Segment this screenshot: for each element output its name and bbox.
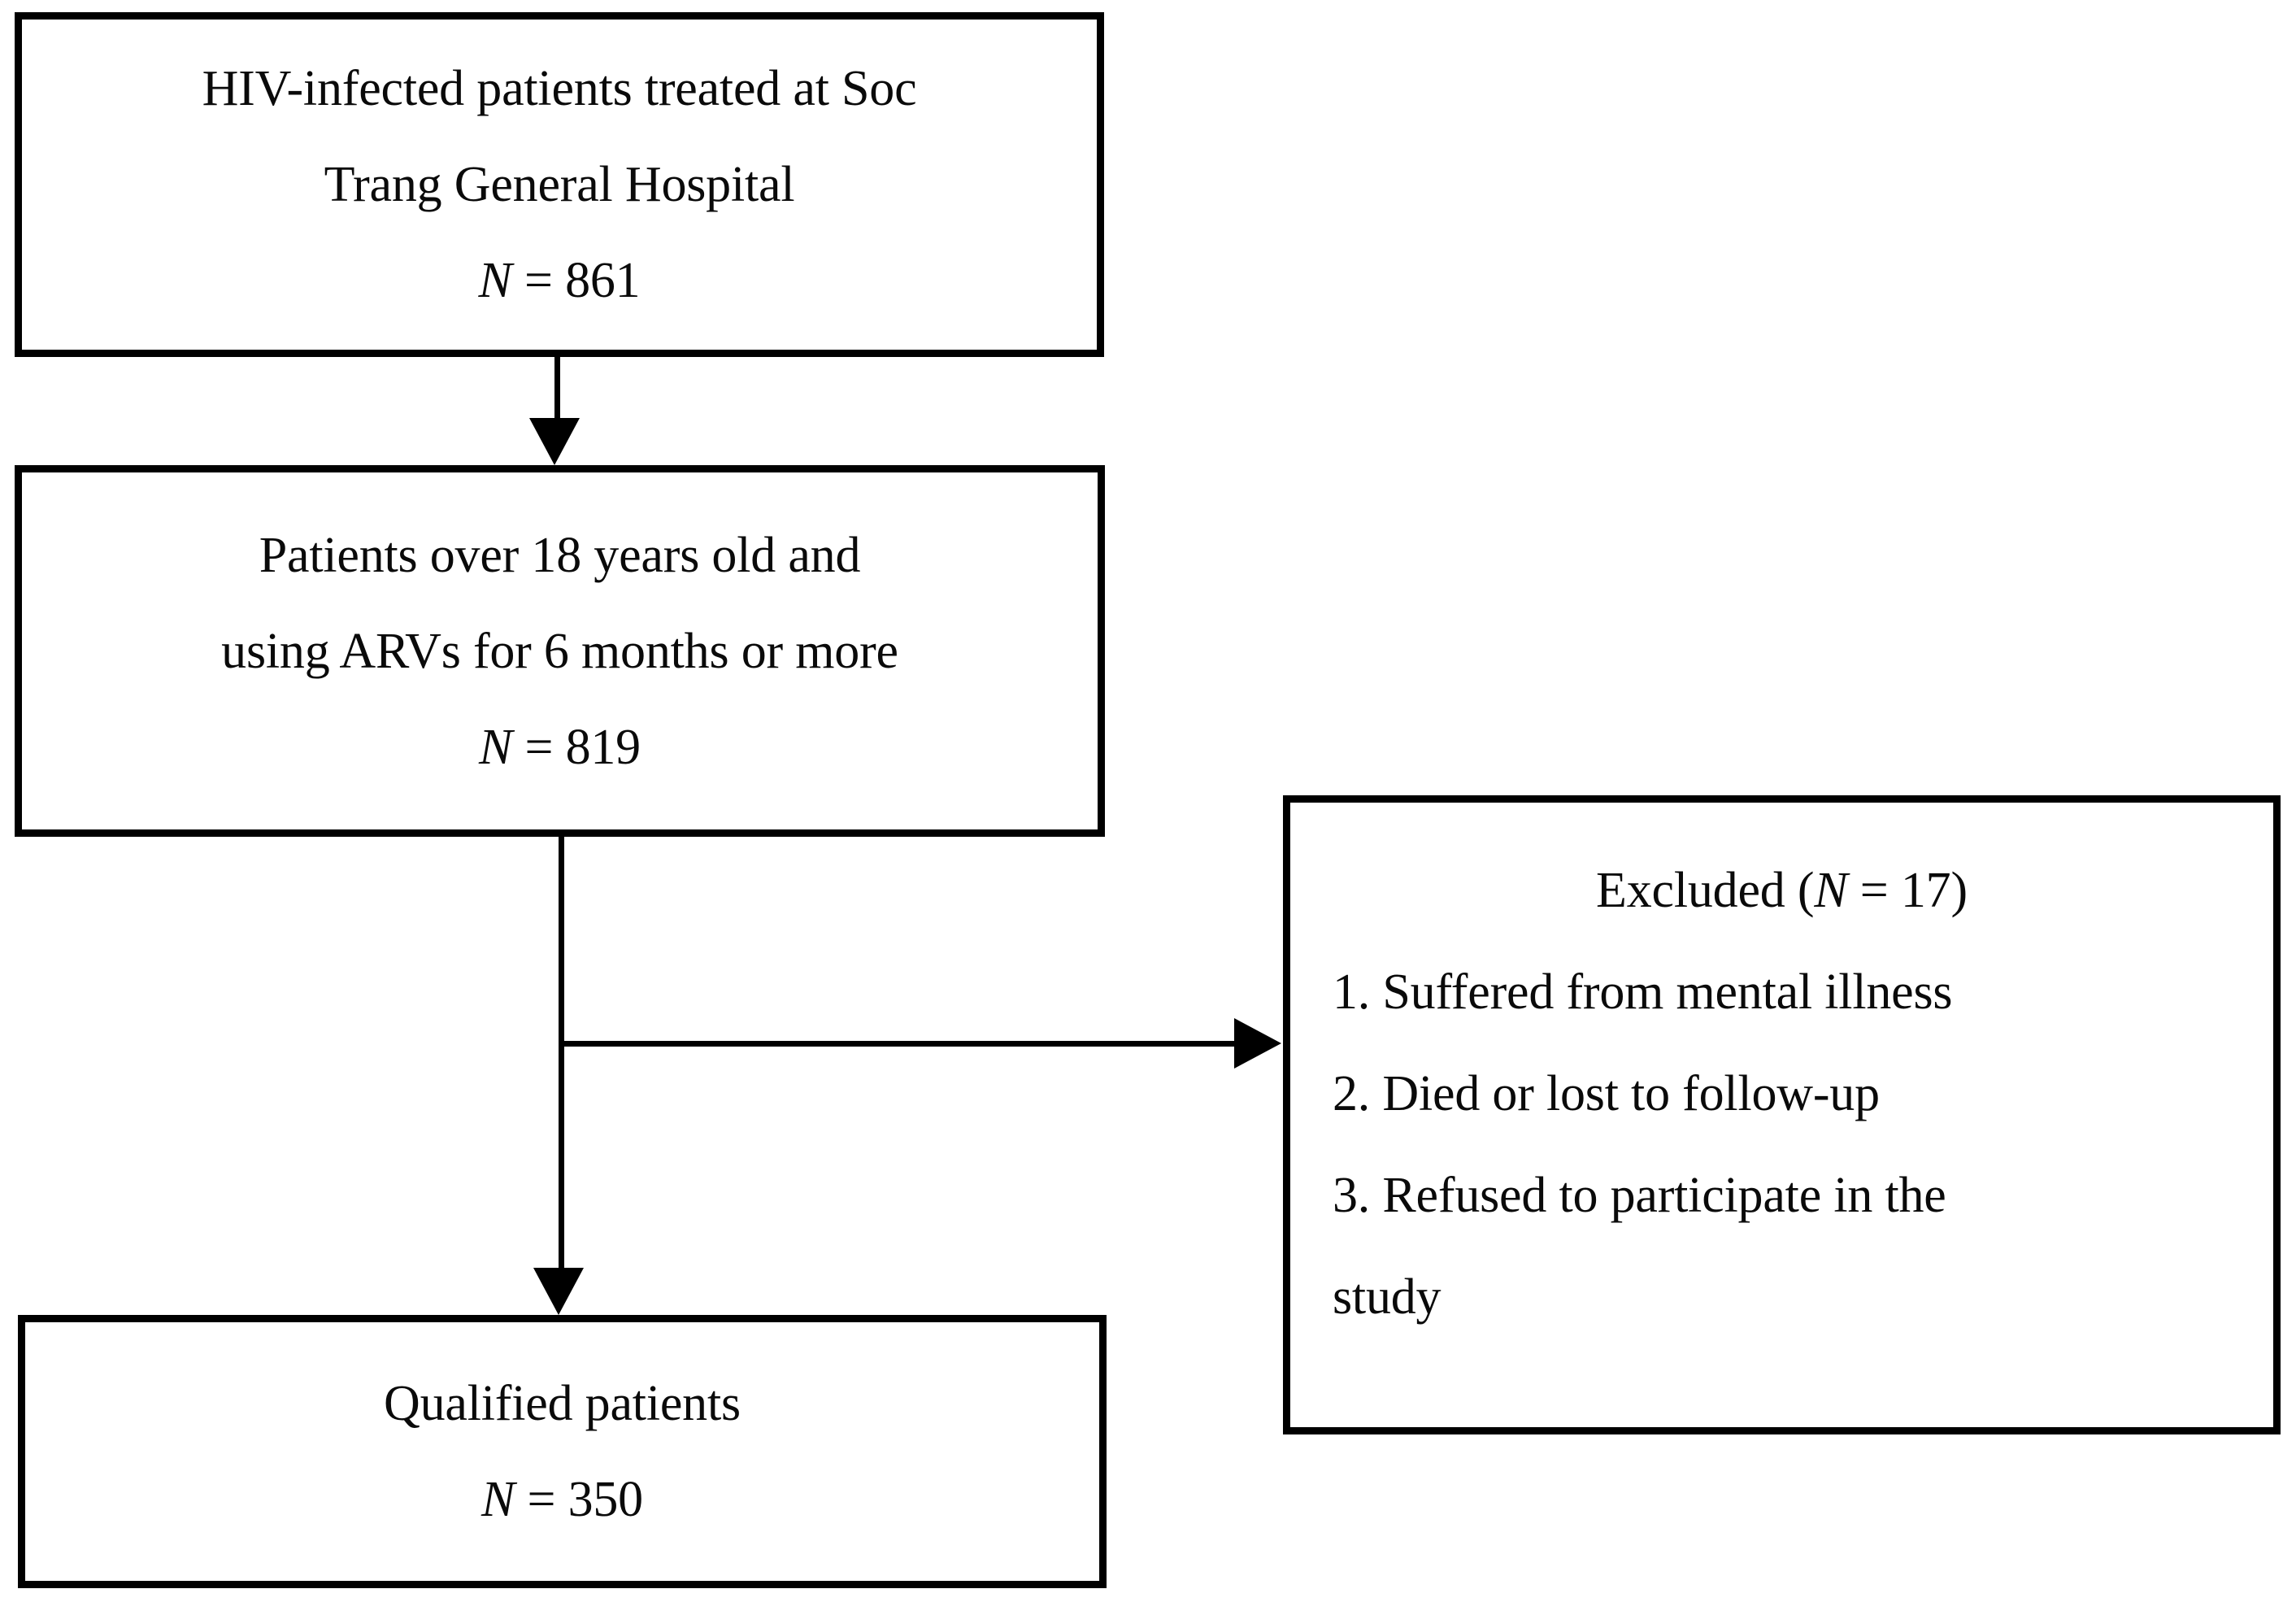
screened-n-symbol: N bbox=[478, 253, 512, 308]
screened-line-2: Trang General Hospital bbox=[324, 157, 795, 212]
screened-to-eligible-line bbox=[554, 357, 560, 424]
excluded-n-value: 17 bbox=[1900, 863, 1951, 918]
eligible-n-value: 819 bbox=[565, 719, 641, 775]
eligible-to-qualified-arrowhead-icon bbox=[533, 1268, 584, 1315]
screened-n-value: 861 bbox=[565, 253, 641, 308]
qualified-patients-box: Qualified patients N = 350 bbox=[18, 1315, 1107, 1588]
eligible-to-excluded-arrowhead-icon bbox=[1234, 1018, 1281, 1069]
eligible-line-2: using ARVs for 6 months or more bbox=[221, 623, 898, 679]
screened-n-equals: = bbox=[511, 253, 566, 308]
screened-to-eligible-arrowhead-icon bbox=[529, 418, 580, 465]
screened-line-1: HIV-infected patients treated at Soc bbox=[202, 61, 917, 116]
eligible-line-1: Patients over 18 years old and bbox=[259, 527, 861, 583]
excluded-n-equals: = bbox=[1847, 863, 1901, 918]
screened-count: N = 861 bbox=[22, 233, 1097, 329]
eligible-count: N = 819 bbox=[22, 699, 1098, 795]
eligible-to-qualified-line bbox=[559, 837, 564, 1273]
qualified-count: N = 350 bbox=[25, 1452, 1099, 1548]
excluded-n-symbol: N bbox=[1814, 863, 1848, 918]
excluded-heading: Excluded (N = 17) bbox=[1290, 840, 2273, 942]
excluded-heading-suffix: ) bbox=[1950, 863, 1968, 918]
excluded-heading-prefix: Excluded ( bbox=[1596, 863, 1815, 918]
screened-patients-box: HIV-infected patients treated at Soc Tra… bbox=[15, 12, 1104, 357]
qualified-n-equals: = bbox=[515, 1472, 568, 1527]
eligible-to-excluded-line bbox=[561, 1041, 1236, 1047]
excluded-item-3-cont: study bbox=[1333, 1269, 1442, 1325]
eligible-n-symbol: N bbox=[479, 719, 513, 775]
excluded-patients-box: Excluded (N = 17) 1. Suffered from menta… bbox=[1283, 795, 2281, 1434]
qualified-line-1: Qualified patients bbox=[384, 1376, 741, 1431]
excluded-item-1: 1. Suffered from mental illness bbox=[1333, 964, 1953, 1020]
qualified-n-value: 350 bbox=[567, 1472, 644, 1527]
excluded-item-3: 3. Refused to participate in the bbox=[1333, 1168, 1946, 1223]
qualified-n-symbol: N bbox=[481, 1472, 515, 1527]
eligible-n-equals: = bbox=[512, 719, 566, 775]
eligible-patients-box: Patients over 18 years old and using ARV… bbox=[15, 465, 1105, 837]
excluded-item-2: 2. Died or lost to follow-up bbox=[1333, 1066, 1880, 1121]
